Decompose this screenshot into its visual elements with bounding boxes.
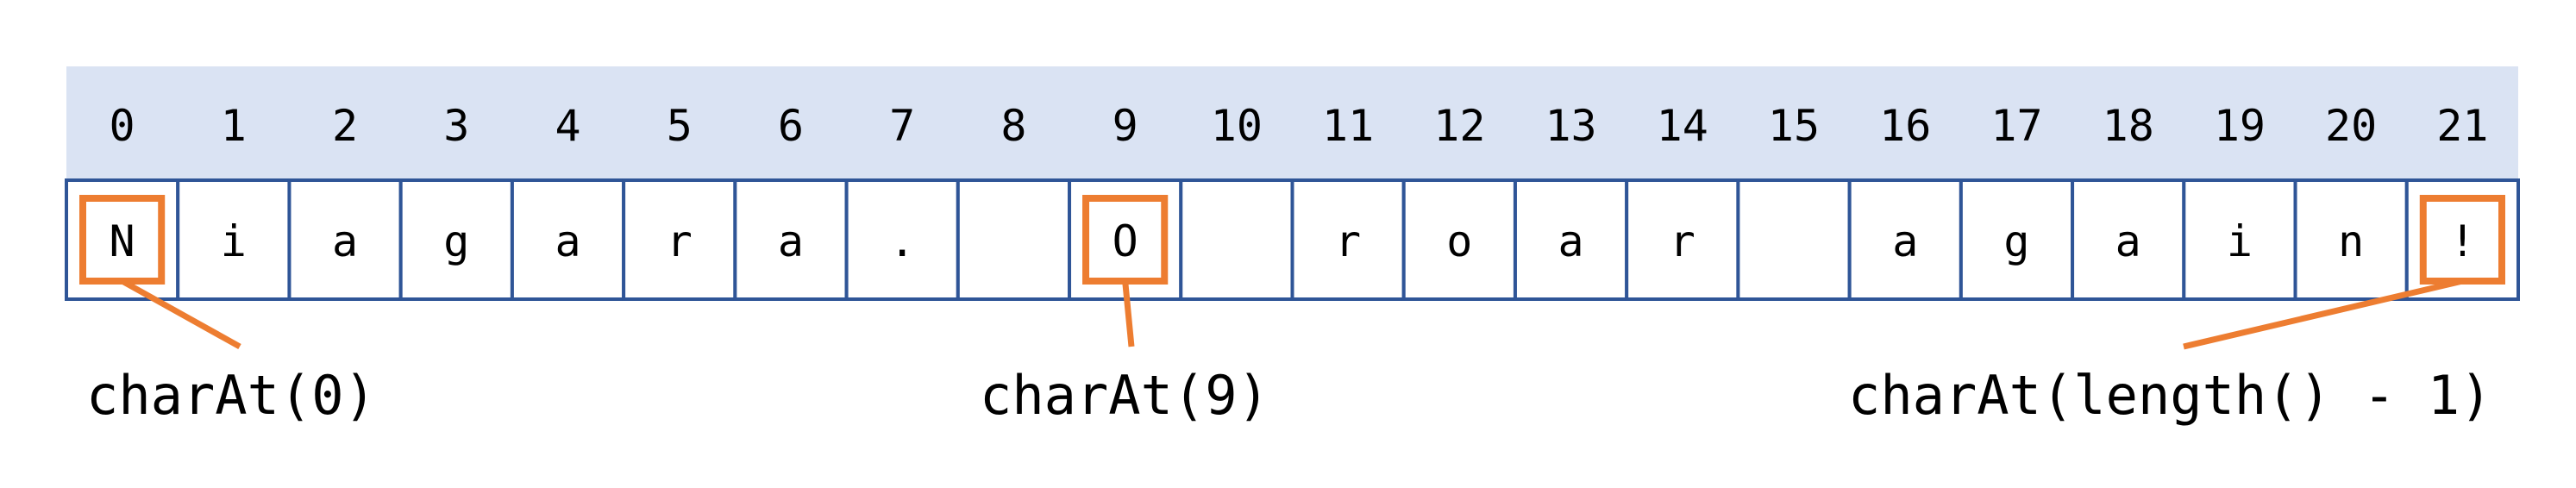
character-cell: [622, 178, 737, 301]
character-label: a: [1892, 216, 1918, 266]
callout-line: [2183, 278, 2464, 350]
character-cell: [1513, 178, 1629, 301]
character-label: n: [2338, 216, 2364, 266]
index-label: 8: [1000, 101, 1026, 151]
index-label: 6: [778, 101, 804, 151]
index-label: 14: [1657, 101, 1708, 151]
index-label: 12: [1433, 101, 1485, 151]
character-label: a: [555, 216, 580, 266]
callout-lines: [120, 278, 2464, 350]
character-label: !: [2449, 216, 2475, 266]
index-label: 16: [1879, 101, 1931, 151]
character-label: r: [1335, 216, 1361, 266]
index-label: 18: [2103, 101, 2154, 151]
character-cell: [1290, 178, 1406, 301]
character-cell: [1401, 178, 1517, 301]
character-label: a: [1558, 216, 1584, 266]
index-label: 7: [889, 101, 915, 151]
character-label: r: [1670, 216, 1695, 266]
character-cell: [956, 178, 1072, 301]
character-cell: [398, 178, 514, 301]
index-label: 1: [221, 101, 247, 151]
character-label: o: [1446, 216, 1472, 266]
character-cell: [1847, 178, 1963, 301]
character-label: N: [110, 216, 135, 266]
character-cell: [1179, 178, 1294, 301]
index-label: 19: [2214, 101, 2266, 151]
character-cell: [733, 178, 849, 301]
character-label: r: [667, 216, 693, 266]
character-label: .: [889, 216, 915, 266]
callout-label-first: charAt(0): [86, 364, 376, 427]
character-cell: [287, 178, 403, 301]
index-label: 11: [1322, 101, 1374, 151]
character-label: a: [778, 216, 804, 266]
index-label: 15: [1768, 101, 1820, 151]
character-label: g: [2003, 216, 2029, 266]
callout-line: [1122, 280, 1135, 347]
character-cell: [1736, 178, 1852, 301]
index-label: 3: [443, 101, 469, 151]
index-label: 4: [555, 101, 580, 151]
character-label: a: [2115, 216, 2141, 266]
index-band: [66, 66, 2518, 180]
index-label: 21: [2436, 101, 2488, 151]
index-label: 2: [332, 101, 358, 151]
callout-label-middle: charAt(9): [980, 364, 1269, 427]
index-label: 0: [110, 101, 135, 151]
character-cell: [1959, 178, 2075, 301]
character-cell: [1625, 178, 1740, 301]
character-label: i: [2227, 216, 2253, 266]
index-label: 13: [1545, 101, 1596, 151]
character-label: a: [332, 216, 358, 266]
callout-line: [120, 278, 241, 350]
character-label: i: [221, 216, 247, 266]
index-label: 5: [667, 101, 693, 151]
callout-label-last: charAt(length() - 1): [1848, 364, 2492, 427]
index-label: 17: [1990, 101, 2042, 151]
index-label: 20: [2325, 101, 2377, 151]
index-label: 9: [1113, 101, 1138, 151]
character-label: O: [1113, 216, 1138, 266]
index-label: 10: [1211, 101, 1263, 151]
character-label: g: [443, 216, 469, 266]
